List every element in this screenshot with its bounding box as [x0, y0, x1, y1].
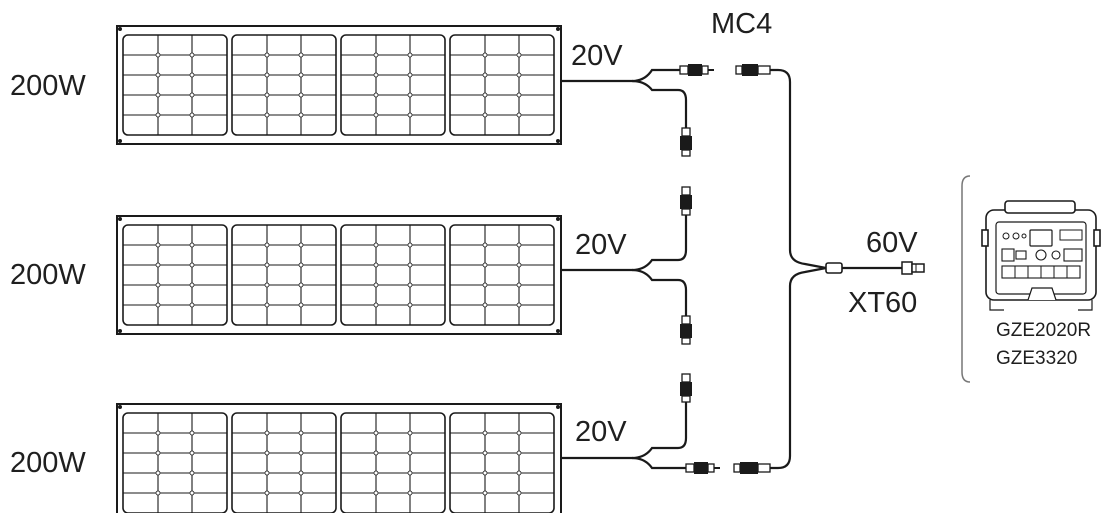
station-model-2: GZE3320: [996, 348, 1078, 369]
mc4-connector-icon: [679, 186, 693, 216]
panel-1-power-label: 200W: [10, 70, 86, 102]
xt60-plug-icon: [901, 261, 925, 275]
solar-panel-icon: [117, 216, 561, 334]
mc4-connector-icon: [679, 127, 693, 157]
mc4-connector-icon: [685, 461, 721, 475]
solar-panel-icon: [117, 404, 561, 513]
solar-panel-icon: [117, 26, 561, 144]
power-station-icon: [981, 200, 1101, 311]
y-splitter-icon: [825, 262, 843, 274]
panel-2-voltage-label: 20V: [575, 229, 627, 261]
xt60-label: XT60: [848, 287, 918, 319]
panel-3-cable: [561, 402, 688, 470]
mc4-connector-icon: [733, 462, 771, 474]
panel-1-voltage-label: 20V: [571, 40, 623, 72]
panel-3-voltage-label: 20V: [575, 416, 627, 448]
series-cable: [770, 68, 902, 470]
mc4-connector-icon: [679, 373, 693, 403]
panel-1-cable: [561, 68, 688, 128]
panel-3-power-label: 200W: [10, 447, 86, 479]
panel-2-power-label: 200W: [10, 259, 86, 291]
mc4-connector-icon: [679, 63, 715, 77]
station-bracket: [961, 175, 971, 383]
mc4-connector-icon: [679, 315, 693, 345]
panel-2-cable: [561, 215, 688, 316]
output-voltage-label: 60V: [866, 227, 918, 259]
station-model-1: GZE2020R: [996, 320, 1092, 341]
mc4-connector-icon: [735, 64, 771, 76]
mc4-label: MC4: [711, 8, 773, 40]
